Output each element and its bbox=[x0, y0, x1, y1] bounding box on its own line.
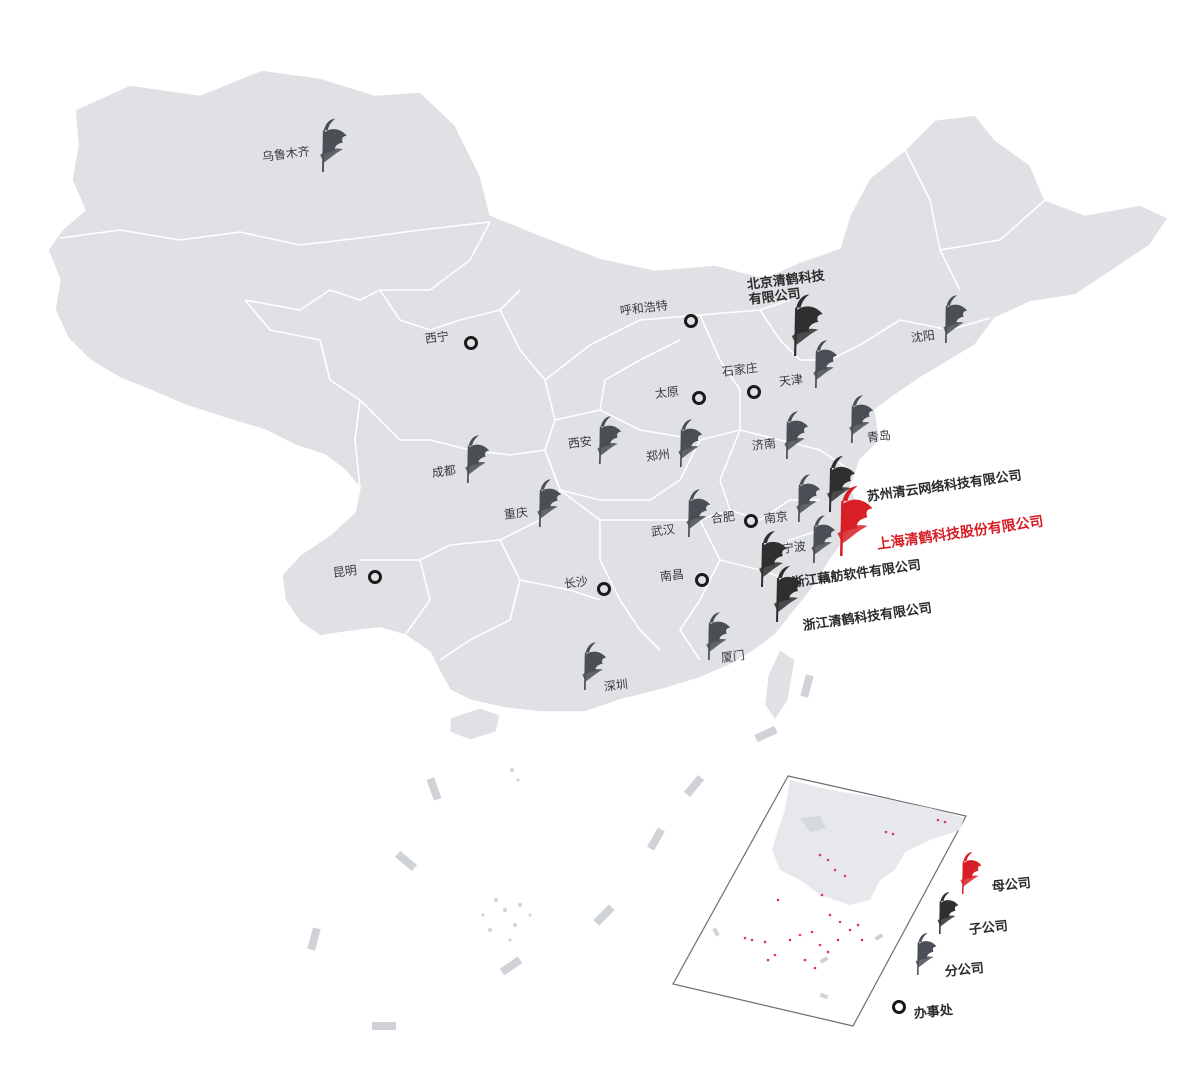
office-ring bbox=[368, 570, 382, 584]
office-ring bbox=[597, 582, 611, 596]
branch-label: 成都 bbox=[431, 463, 457, 480]
legend-office-label: 办事处 bbox=[913, 1002, 954, 1022]
office-ring bbox=[892, 1000, 906, 1014]
branch-label: 武汉 bbox=[650, 522, 676, 539]
office-label: 长沙 bbox=[563, 574, 589, 591]
office-label: 昆明 bbox=[332, 563, 358, 580]
office-markers bbox=[368, 314, 761, 596]
legend-parent-label: 母公司 bbox=[991, 875, 1032, 895]
branch-label: 重庆 bbox=[503, 505, 529, 522]
branch-label: 南京 bbox=[763, 509, 789, 526]
taiwan-island bbox=[764, 649, 796, 721]
office-ring bbox=[684, 314, 698, 328]
branch-label: 青岛 bbox=[866, 428, 892, 445]
crane-icon bbox=[937, 892, 959, 934]
office-label: 南昌 bbox=[659, 567, 685, 584]
south-china-sea-inset bbox=[672, 775, 967, 1027]
legend-icons bbox=[892, 852, 982, 1014]
office-ring bbox=[747, 385, 761, 399]
office-label: 太原 bbox=[654, 384, 680, 401]
branch-label: 厦门 bbox=[720, 648, 746, 665]
office-ring bbox=[464, 336, 478, 350]
branch-label: 宁波 bbox=[781, 539, 807, 556]
province-borders bbox=[59, 149, 1046, 661]
branch-label: 郑州 bbox=[645, 447, 671, 464]
office-ring bbox=[744, 514, 758, 528]
crane-icon bbox=[915, 933, 937, 975]
branch-label: 沈阳 bbox=[910, 328, 936, 345]
office-ring bbox=[692, 391, 706, 405]
branch-label: 天津 bbox=[778, 372, 804, 389]
office-label: 合肥 bbox=[710, 509, 736, 526]
crane-icon bbox=[960, 852, 982, 894]
legend-subsidiary-label: 子公司 bbox=[968, 918, 1009, 938]
branch-label: 西安 bbox=[567, 434, 593, 451]
branch-label: 深圳 bbox=[603, 677, 629, 694]
legend-branch-label: 分公司 bbox=[944, 960, 985, 980]
branch-label: 济南 bbox=[751, 436, 777, 453]
mainland bbox=[47, 69, 1170, 713]
hainan-island bbox=[449, 707, 501, 741]
maritime-boundary bbox=[307, 674, 814, 1030]
office-ring bbox=[695, 573, 709, 587]
south-sea-islands bbox=[481, 768, 532, 942]
office-label: 西宁 bbox=[424, 329, 450, 346]
